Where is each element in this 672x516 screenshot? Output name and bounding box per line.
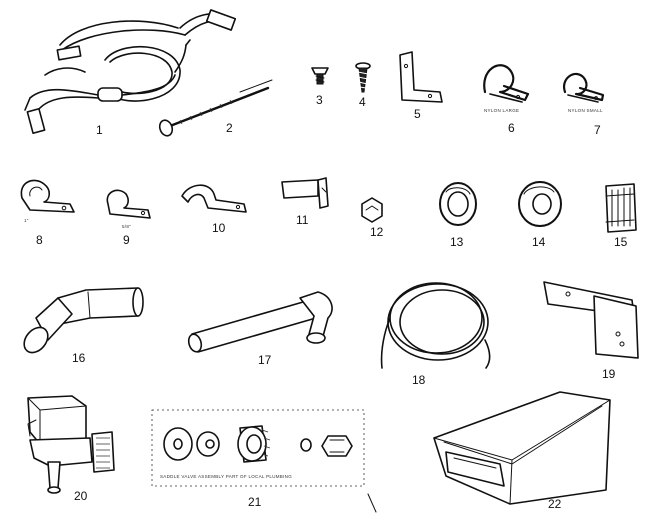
part-13-label: 13 (450, 235, 464, 249)
part-4-label: 4 (359, 95, 366, 109)
part-18-label: 18 (412, 373, 426, 387)
part-16-label: 16 (72, 351, 86, 365)
part-22-ice-bin (433, 391, 611, 505)
part-12-label: 12 (370, 225, 384, 239)
part-21-caption: SADDLE VALVE ASSEMBLY PART OF LOCAL PLUM… (160, 474, 292, 479)
part-21-compression-fitting-kit (151, 409, 365, 487)
part-11-clip (281, 177, 329, 209)
part-10-label: 10 (212, 221, 226, 235)
part-17-label: 17 (258, 353, 272, 367)
part-5-angle-bracket (399, 51, 443, 103)
part-15-grille (605, 183, 637, 233)
part-8-caption: 1" (24, 218, 29, 223)
part-4-wood-screw (355, 62, 371, 93)
part-3-screw (311, 67, 329, 85)
part-22-label: 22 (548, 497, 562, 511)
part-10-clamp (181, 184, 247, 213)
part-8-label: 8 (36, 233, 43, 247)
part-7-caption: NYLON SMALL (568, 108, 603, 113)
part-11-label: 11 (296, 213, 309, 227)
part-2-cable-tie (158, 79, 273, 137)
part-9-caption: 5/8" (122, 224, 131, 229)
part-20-water-valve (27, 395, 115, 494)
part-7-label: 7 (594, 123, 601, 137)
part-6-label: 6 (508, 121, 515, 135)
part-9-label: 9 (123, 233, 130, 247)
part-9-clamp (106, 189, 151, 219)
part-17-fill-tube (187, 291, 333, 353)
part-14-label: 14 (532, 235, 546, 249)
part-1-label: 1 (96, 123, 103, 137)
part-16-elbow-tube (23, 287, 144, 354)
part-5-label: 5 (414, 107, 421, 121)
part-18-water-tubing (380, 282, 491, 369)
part-13-grommet (439, 182, 477, 226)
part-2-label: 2 (226, 121, 233, 135)
part-19-label: 19 (602, 367, 616, 381)
part-15-label: 15 (614, 235, 628, 249)
part-14-grommet (518, 181, 562, 227)
part-8-clamp (20, 179, 75, 213)
part-21-leader (367, 493, 377, 513)
part-12-nut (361, 197, 383, 223)
part-19-mounting-bracket (543, 281, 639, 359)
part-1-wire-harness (24, 9, 237, 134)
part-6-clamp-large (483, 64, 530, 103)
part-21-label: 21 (248, 495, 262, 509)
part-3-label: 3 (316, 93, 323, 107)
part-7-clamp-small (562, 72, 605, 103)
part-6-caption: NYLON LARGE (484, 108, 519, 113)
part-20-label: 20 (74, 489, 88, 503)
